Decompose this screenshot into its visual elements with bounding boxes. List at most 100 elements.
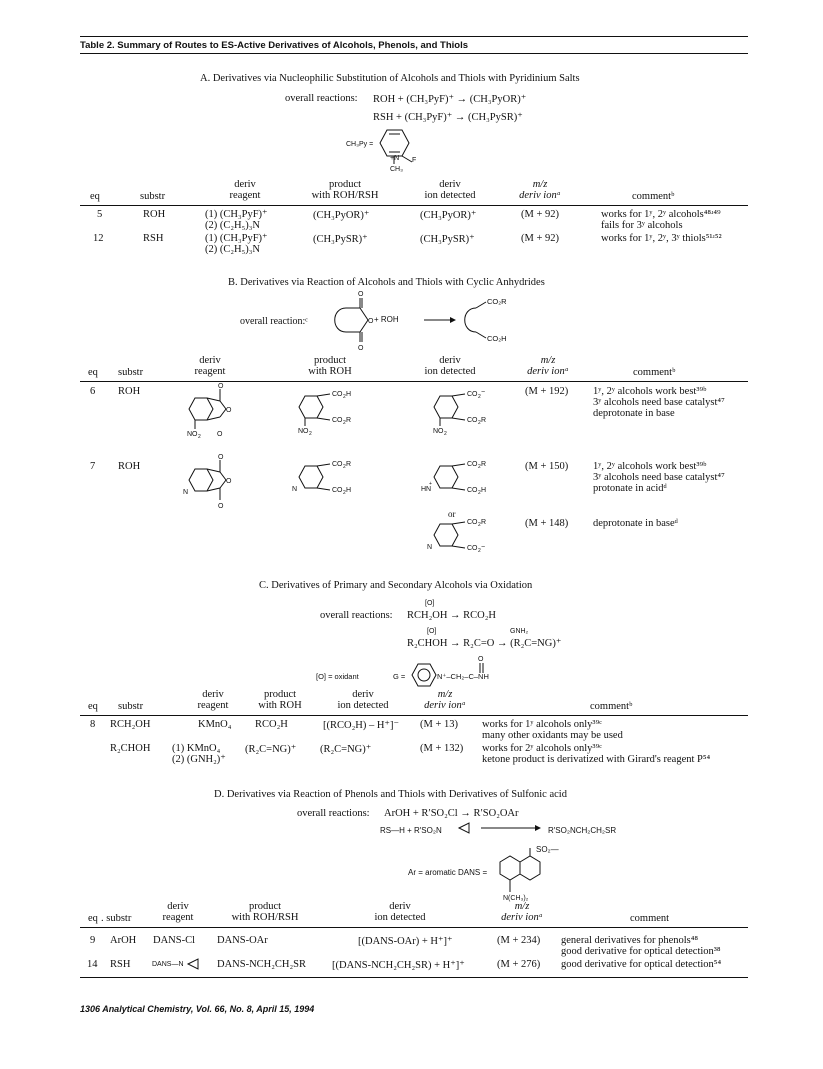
a-row-1-mz: (M + 92) — [521, 209, 560, 220]
section-d-reaction-2-left: RS—H + R′SO₂N — [380, 826, 442, 835]
svg-text:HN: HN — [421, 486, 431, 493]
section-c-reaction-1: RCH₂OH → RCO₂H — [407, 610, 496, 621]
table-title: Table 2. Summary of Routes to ES-Active … — [80, 40, 469, 51]
section-d-reaction-2-right: R′SO₂NCH₂CH₂SR — [548, 826, 617, 835]
c-row-1-product: RCO₂H — [255, 719, 288, 730]
d-header-reagent: deriv reagent — [162, 901, 194, 923]
svg-text:NO: NO — [298, 428, 309, 435]
c-row-2-substr: R₂CHOH — [110, 743, 151, 754]
svg-text:H: H — [346, 391, 351, 398]
anhydride-reaction-scheme: O O O — [334, 291, 487, 352]
svg-text:F: F — [412, 157, 416, 164]
svg-text:O: O — [218, 383, 224, 390]
b-row-2-substr: ROH — [118, 461, 141, 472]
pyridinium-ch3: CH₃ — [390, 166, 403, 173]
a-row-1-substr: ROH — [143, 209, 166, 220]
svg-text:R: R — [481, 461, 486, 468]
svg-text:H: H — [481, 487, 486, 494]
c-row-1-eq: 8 — [90, 719, 96, 730]
c-g-label: G = — [393, 672, 406, 681]
svg-text:O: O — [218, 454, 224, 461]
section-a-reaction-1: ROH + (CH₃PyF)⁺ → (CH₃PyOR)⁺ — [373, 94, 527, 105]
svg-text:2: 2 — [444, 431, 447, 437]
svg-text:CO: CO — [332, 417, 343, 424]
svg-text:2: 2 — [343, 490, 346, 496]
svg-text:CO: CO — [467, 391, 478, 398]
carbonyl-mark: O — [478, 656, 484, 673]
d-row-1-mz: (M + 234) — [497, 935, 541, 946]
c-row-2-mz: (M + 132) — [420, 743, 464, 754]
svg-text:O: O — [226, 407, 232, 414]
svg-text:2: 2 — [478, 522, 481, 528]
a-row-2-reagent: (1) (CH₃PyF)⁺ (2) (C₂H₅)₃N — [205, 233, 268, 255]
b-row-2-mz: (M + 150) — [525, 461, 569, 472]
section-c-title: C. Derivatives of Primary and Secondary … — [259, 580, 533, 591]
section-c-overall-label: overall reactions: — [320, 610, 393, 621]
c-oxidant-def: [O] = oxidant — [316, 672, 359, 681]
d-row-2-product: DANS-NCH₂CH₂SR — [217, 959, 307, 970]
c-row-1-reagent: KMnO₄ — [198, 719, 232, 730]
d-header-comment: comment — [630, 913, 670, 924]
svg-text:O: O — [358, 345, 364, 352]
d-nme2-label: N(CH₃)₂ — [503, 895, 529, 902]
c-header-eq: eq — [88, 701, 98, 712]
c-header-mz: m/z deriv ionᵃ — [424, 689, 466, 711]
c-header-product: product with ROH — [258, 689, 302, 711]
d-row-2-reagent: DANS—N — [152, 961, 184, 968]
svg-text:N: N — [183, 489, 188, 496]
b-row-1-substr: ROH — [118, 386, 141, 397]
d-header-ion: deriv ion detected — [374, 901, 426, 923]
d-row-1-eq: 9 — [90, 935, 96, 946]
d-header-eq: eq — [88, 913, 98, 924]
b-overall-plus-roh: + ROH — [374, 315, 399, 324]
svg-text:CO: CO — [332, 487, 343, 494]
svg-text:2: 2 — [478, 420, 481, 426]
d-row-1-substr: ArOH — [110, 935, 137, 946]
b-overall-co2r: CO₂R — [487, 297, 507, 306]
svg-text:2: 2 — [478, 394, 481, 400]
c-header-substr: substr — [118, 701, 144, 712]
c-row-1-comment: works for 1ʸ alcohols only³⁹ᶜ many other… — [482, 719, 623, 741]
b-header-eq: eq — [88, 367, 98, 378]
d-row-2-mz: (M + 276) — [497, 959, 541, 970]
d-row-1-reagent: DANS-Cl — [153, 935, 196, 946]
c-row-2-ion: (R₂C=NG)⁺ — [320, 744, 372, 755]
b-header-comment: commentᵇ — [633, 367, 676, 378]
svg-text:O: O — [226, 478, 232, 485]
b-row-3-mz: (M + 148) — [525, 518, 569, 529]
c-header-comment: commentᵇ — [590, 701, 633, 712]
svg-text:O: O — [358, 291, 364, 298]
a-row-1-product: (CH₃PyOR)⁺ — [313, 210, 370, 221]
d-header-substr: . substr — [101, 913, 132, 924]
c-row-2-comment: works for 2ʸ alcohols only³⁹ᶜ ketone pro… — [482, 743, 711, 765]
svg-text:CO: CO — [467, 487, 478, 494]
a-header-rule — [80, 205, 748, 206]
svg-text:CO: CO — [467, 545, 478, 552]
svg-text:R: R — [481, 519, 486, 526]
d-header-rule — [80, 927, 748, 928]
pyridine-dicarboxylic-anhydride-structure: O O N O — [183, 454, 232, 510]
b-or-label: or — [448, 509, 456, 519]
d-ar-label: Ar = aromatic — [408, 868, 456, 877]
d-row-2-substr: RSH — [110, 959, 131, 970]
svg-text:2: 2 — [309, 431, 312, 437]
a-header-substr: substr — [140, 191, 166, 202]
aziridine-arrow — [457, 822, 541, 834]
a-row-2-mz: (M + 92) — [521, 233, 560, 244]
d-row-1-product: DANS-OAr — [217, 935, 268, 946]
a-header-mz: m/z deriv ionᵃ — [519, 179, 561, 201]
svg-text:−: − — [481, 544, 485, 551]
pyridinium-structure: +N F — [379, 129, 416, 164]
a-row-1-reagent: (1) (CH₃PyF)⁺ (2) (C₂H₅)₃N — [205, 209, 268, 231]
svg-text:H: H — [346, 487, 351, 494]
section-a-reaction-2: RSH + (CH₃PyF)⁺ → (CH₃PySR)⁺ — [373, 112, 523, 123]
a-header-ion: deriv ion detected — [424, 179, 476, 201]
b-row-1-eq: 6 — [90, 386, 96, 397]
a-header-product: product with ROH/RSH — [311, 179, 379, 201]
